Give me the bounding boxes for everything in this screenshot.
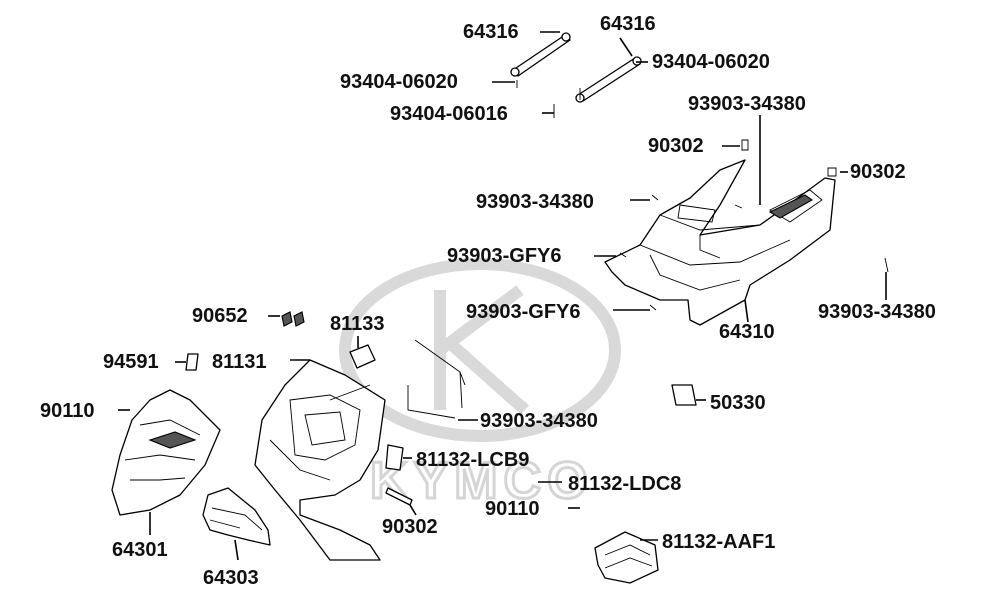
- label-93404-06020-left: 93404-06020: [340, 71, 458, 93]
- watermark-k-letter: [434, 285, 529, 415]
- rail-left: [510, 32, 571, 77]
- label-81132-ldc8: 81132-LDC8: [568, 473, 681, 495]
- label-93404-06016: 93404-06016: [390, 103, 508, 125]
- label-81132-lcb9: 81132-LCB9: [416, 449, 529, 471]
- label-81131: 81131: [212, 351, 267, 373]
- label-90302-lower: 90302: [382, 516, 438, 538]
- label-81133: 81133: [330, 313, 385, 335]
- floor-panel: [604, 159, 836, 326]
- label-64316-right: 64316: [600, 13, 656, 35]
- leader-lines: [118, 31, 887, 561]
- label-90110-left: 90110: [40, 400, 95, 422]
- label-93903-34380-right: 93903-34380: [818, 301, 936, 323]
- label-90652: 90652: [192, 305, 248, 327]
- part-81132-lcb9: [385, 444, 404, 471]
- part-94591: [185, 353, 199, 371]
- label-64301: 64301: [112, 539, 168, 561]
- label-90302-upper-right: 90302: [850, 161, 906, 183]
- lower-front-cover: [202, 487, 271, 546]
- label-93903-34380-lower: 93903-34380: [480, 410, 598, 432]
- label-93903-gfy6-lower: 93903-GFY6: [466, 301, 581, 323]
- inner-cover: [254, 359, 386, 561]
- part-50330: [671, 384, 697, 406]
- bracket-wires: [407, 339, 466, 419]
- label-93404-06020-right: 93404-06020: [652, 51, 770, 73]
- label-93903-gfy6-upper: 93903-GFY6: [447, 245, 562, 267]
- label-81132-aaf1: 81132-AAF1: [662, 531, 775, 553]
- front-cover: [111, 389, 221, 516]
- label-90302-upper-left: 90302: [648, 135, 704, 157]
- part-81133: [349, 344, 376, 369]
- label-93903-34380-top: 93903-34380: [688, 93, 806, 115]
- label-93903-34380-mid: 93903-34380: [476, 191, 594, 213]
- label-64303: 64303: [203, 567, 259, 589]
- label-64316-left: 64316: [463, 21, 519, 43]
- bolt-pins-top: [516, 80, 581, 118]
- label-50330: 50330: [710, 392, 766, 414]
- part-90652: [281, 311, 305, 327]
- label-64310: 64310: [719, 321, 775, 343]
- label-90110-right: 90110: [485, 498, 540, 520]
- label-94591: 94591: [103, 351, 159, 373]
- floor-fasteners: [619, 139, 889, 311]
- watermark-ring: [339, 258, 621, 442]
- rail-right: [575, 56, 642, 103]
- part-81132-aaf1: [594, 531, 659, 584]
